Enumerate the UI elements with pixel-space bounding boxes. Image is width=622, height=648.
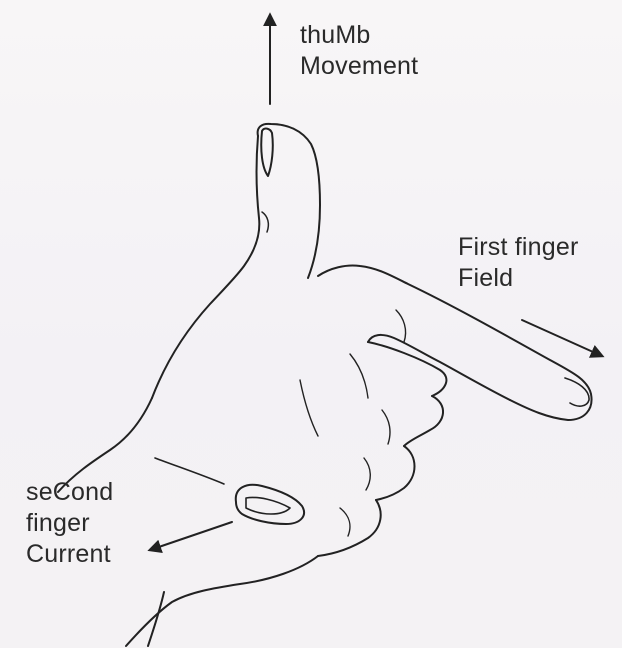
thumb-outline [258, 124, 320, 278]
thumbnail [261, 129, 273, 176]
second-finger-label-line3: Current [26, 539, 113, 570]
thumb-label-line1: thuMb [300, 20, 418, 51]
first-finger-label: First finger Field [458, 232, 578, 294]
thumb-inner-left [152, 136, 259, 398]
current-arrow [150, 522, 232, 550]
second-finger-label: seCond finger Current [26, 477, 113, 570]
curled-finger-1 [368, 342, 446, 396]
wrist-top [126, 556, 318, 646]
first-finger-label-line2: Field [458, 263, 578, 294]
thumb-label-line2: Movement [300, 51, 418, 82]
curled-finger-inner-lines [340, 354, 390, 536]
first-finger-label-line1: First finger [458, 232, 578, 263]
palm-crease [155, 458, 224, 484]
palm-center-line [300, 380, 318, 436]
thumb-knuckle-crease [262, 212, 268, 232]
first-finger-crease [396, 310, 406, 342]
curled-finger-3 [376, 446, 415, 500]
second-finger-label-line2: finger [26, 508, 113, 539]
first-finger-bottom [368, 335, 510, 400]
second-fingernail [246, 497, 290, 514]
second-finger-label-line1: seCond [26, 477, 113, 508]
curled-finger-2 [404, 396, 443, 446]
thumb-label: thuMb Movement [300, 20, 418, 82]
